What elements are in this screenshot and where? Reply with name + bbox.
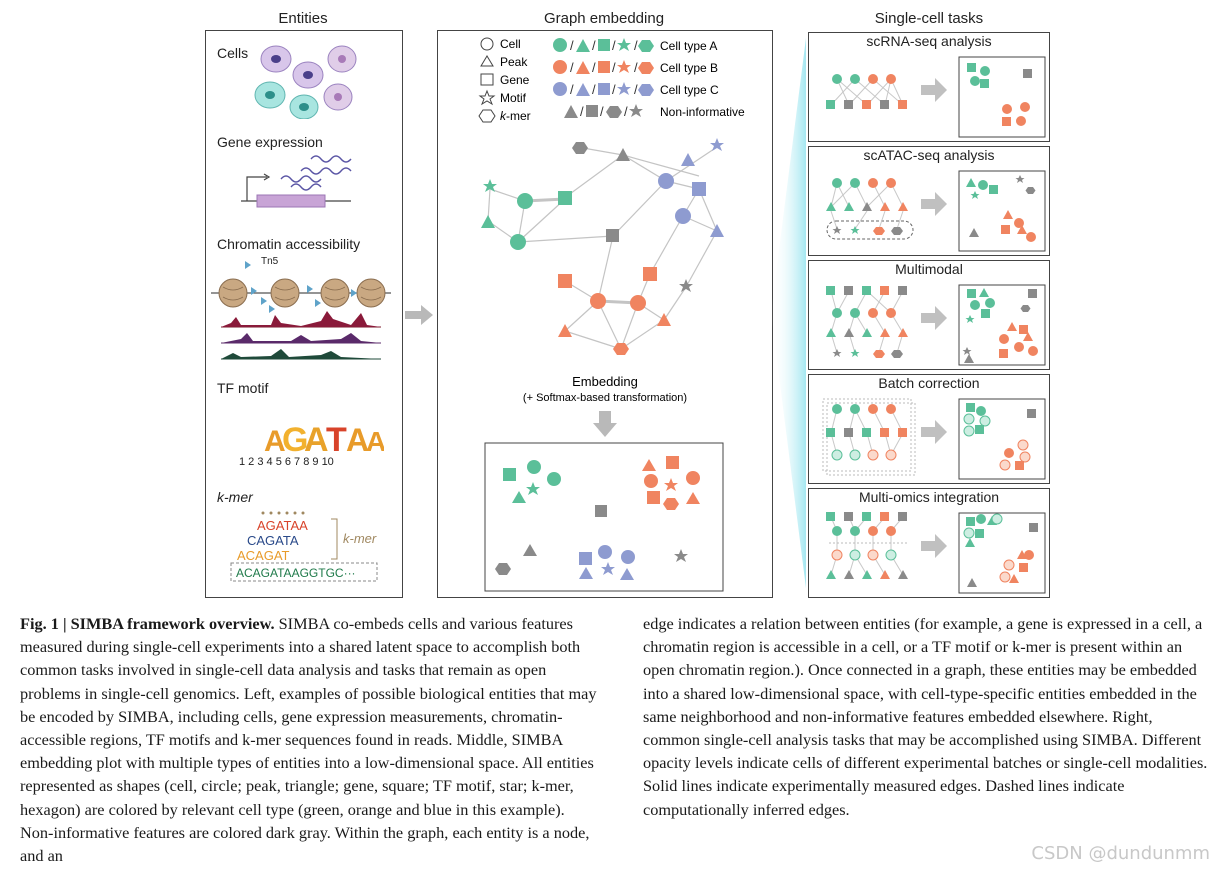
- watermark: CSDN @dundunmm: [1031, 843, 1210, 864]
- entities-panel: Cells Gene expression Chromatin accessib…: [205, 30, 403, 598]
- legend-cell: Cell: [500, 37, 521, 51]
- svg-text:/: /: [634, 82, 638, 97]
- task-multiomics-title: Multi-omics integration: [858, 489, 1000, 505]
- svg-text:/: /: [570, 82, 574, 97]
- caption-right: edge indicates a relation between entiti…: [643, 612, 1209, 821]
- chromatin-illustration: [211, 261, 391, 360]
- embedding-nodes: [495, 456, 700, 580]
- legend-gene: Gene: [500, 73, 530, 87]
- svg-text:k-mer: k-mer: [343, 531, 377, 546]
- legend-label-b: Cell type B: [660, 61, 718, 75]
- svg-text:G: G: [282, 421, 308, 459]
- task-multimodal-graph: [826, 284, 1046, 366]
- embedding-label: Embedding: [572, 374, 638, 389]
- graph-svg: Cell Peak Gene Motif k-mer / / / / / / /…: [478, 37, 745, 592]
- legend-motif: Motif: [500, 91, 527, 105]
- task-scatac: scATAC-seq analysis: [808, 146, 1050, 256]
- legend-kmer: k-mer: [500, 109, 531, 123]
- kmer-label: k-mer: [217, 489, 253, 505]
- task-scrna-title: scRNA-seq analysis: [866, 33, 992, 49]
- task-scrna: scRNA-seq analysis: [808, 32, 1050, 142]
- svg-text:/: /: [612, 38, 616, 53]
- task-multimodal: Multimodal: [808, 260, 1050, 370]
- legend-label-non: Non-informative: [660, 105, 745, 119]
- caption-right-text: edge indicates a relation between entiti…: [643, 614, 1208, 819]
- svg-text:/: /: [612, 82, 616, 97]
- svg-text:1 2 3 4 5 6 7 8 9 10: 1 2 3 4 5 6 7 8 9 10: [239, 456, 334, 468]
- gene-expression-label: Gene expression: [217, 134, 323, 150]
- svg-text:ACAGATAAGGTGC···: ACAGATAAGGTGC···: [236, 566, 356, 580]
- task-multimodal-title: Multimodal: [895, 261, 963, 277]
- arrow-to-graph: [405, 305, 433, 325]
- svg-text:A: A: [264, 425, 286, 458]
- tasks-header: Single-cell tasks: [874, 10, 984, 27]
- embedding-sublabel: (+ Softmax-based transformation): [523, 392, 687, 404]
- svg-text:/: /: [580, 104, 584, 119]
- legend-label-c: Cell type C: [660, 83, 719, 97]
- entities-header: Entities: [278, 10, 328, 27]
- legend-type-a: / / / /: [553, 38, 654, 53]
- graph-edges-thick: [524, 197, 639, 305]
- cell-teal-2: [289, 94, 319, 119]
- svg-text:/: /: [634, 38, 638, 53]
- svg-text:/: /: [592, 38, 596, 53]
- legend-shapes: [478, 37, 496, 123]
- cells-label: Cells: [217, 45, 249, 61]
- graph-panel: Cell Peak Gene Motif k-mer / / / / / / /…: [437, 30, 773, 598]
- task-multiomics-graph: [826, 512, 1046, 594]
- graph-nodes: [481, 138, 724, 355]
- legend-peak: Peak: [500, 55, 528, 69]
- svg-text:A: A: [304, 421, 329, 459]
- cell-purple-1: [260, 45, 292, 73]
- tn5-label: Tn5: [261, 256, 279, 267]
- kmer-illustration: AGATAA CAGATA ACAGAT k-mer ACAGATAAGGTGC…: [230, 511, 378, 582]
- svg-text:/: /: [624, 104, 628, 119]
- cell-purple-2: [292, 61, 324, 89]
- svg-text:/: /: [600, 104, 604, 119]
- task-scatac-graph: [826, 170, 1046, 252]
- graph-header: Graph embedding: [543, 10, 665, 27]
- svg-text:AGATAA: AGATAA: [257, 518, 308, 533]
- svg-text:ACAGAT: ACAGAT: [237, 548, 290, 563]
- svg-text:/: /: [570, 60, 574, 75]
- task-batch-title: Batch correction: [878, 375, 980, 391]
- svg-text:A: A: [346, 422, 369, 458]
- connector-wedge: [771, 30, 807, 596]
- cells-illustration: [254, 45, 357, 119]
- legend-type-c: / / / /: [553, 82, 654, 97]
- chromatin-label: Chromatin accessibility: [217, 236, 361, 252]
- svg-text:/: /: [570, 38, 574, 53]
- task-multiomics: Multi-omics integration: [808, 488, 1050, 598]
- embedding-box: [484, 442, 724, 592]
- tf-motif-logo: A G A T A A 1 2 3 4 5 6 7 8 9 10: [239, 421, 384, 468]
- task-scatac-title: scATAC-seq analysis: [863, 147, 995, 163]
- legend-type-b: / / / /: [553, 60, 654, 75]
- legend-label-a: Cell type A: [660, 39, 717, 53]
- legend-non-informative: / / /: [564, 104, 643, 119]
- task-batch-graph: [822, 398, 1046, 480]
- gene-expression-illustration: [241, 155, 352, 208]
- svg-text:CAGATA: CAGATA: [247, 533, 299, 548]
- caption-left-text: SIMBA co-embeds cells and various featur…: [20, 614, 597, 866]
- svg-text:A: A: [366, 426, 384, 457]
- embedding-arrow: [593, 411, 617, 437]
- cell-purple-4: [323, 83, 353, 111]
- task-batch: Batch correction: [808, 374, 1050, 484]
- svg-text:T: T: [326, 421, 347, 459]
- svg-text:/: /: [592, 82, 596, 97]
- figure: Entities Graph embedding Single-cell tas…: [205, 10, 1052, 598]
- cell-purple-3: [327, 45, 357, 73]
- cell-teal-1: [254, 81, 286, 109]
- svg-text:/: /: [612, 60, 616, 75]
- svg-text:/: /: [634, 60, 638, 75]
- svg-text:/: /: [592, 60, 596, 75]
- tf-motif-label: TF motif: [217, 380, 269, 396]
- caption-left: Fig. 1 | SIMBA framework overview. SIMBA…: [20, 612, 598, 867]
- caption-figure-label: Fig. 1 | SIMBA framework overview.: [20, 614, 275, 633]
- task-scrna-graph: [826, 56, 1046, 138]
